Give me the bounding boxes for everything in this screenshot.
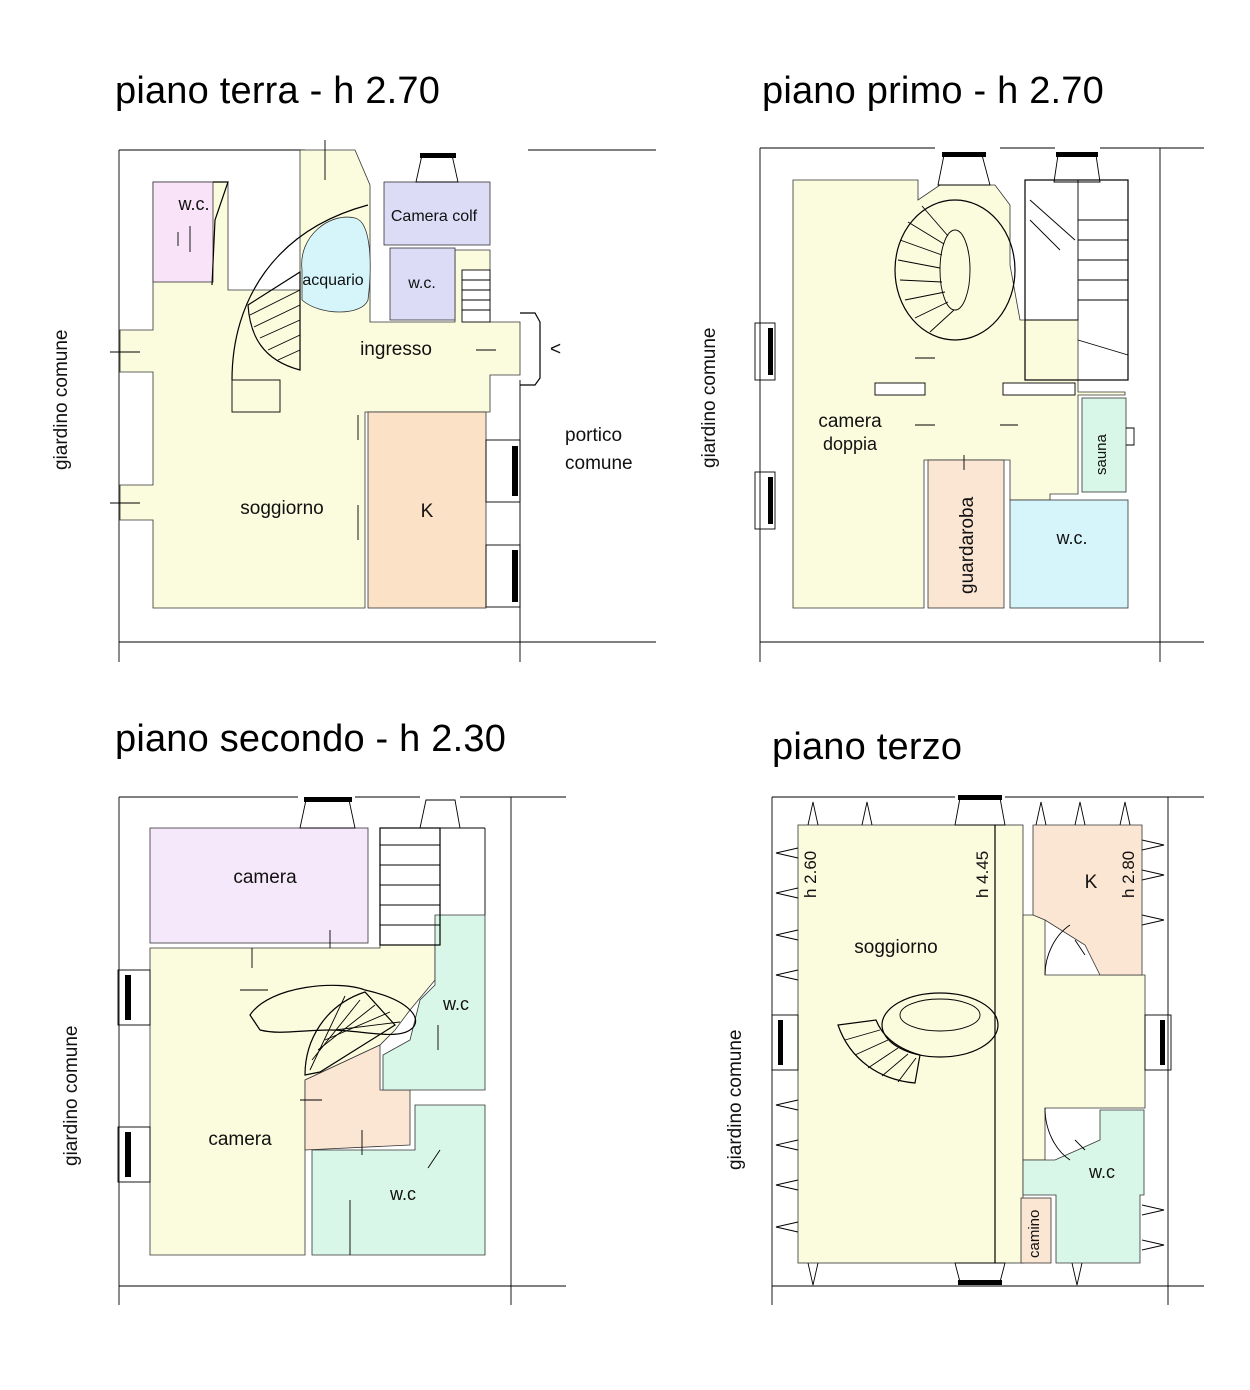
terra-ingresso-label: ingresso <box>360 339 432 360</box>
primo-garden-label: giardino comune <box>699 327 720 468</box>
terra-garden-label: giardino comune <box>51 329 72 470</box>
secondo-garden-label: giardino comune <box>61 1025 82 1166</box>
secondo-camera-bottom-label: camera <box>208 1129 272 1150</box>
terzo-soggiorno-label: soggiorno <box>854 937 938 958</box>
terra-wc-label: w.c. <box>178 194 210 214</box>
secondo-wc-right-label: w.c <box>442 994 470 1014</box>
secondo-wc-bottom <box>311 1104 486 1256</box>
plan-piano-secondo <box>117 796 566 1305</box>
terra-camera-colf-label: Camera colf <box>390 208 478 225</box>
terzo-kitchen-label: K <box>1084 872 1098 893</box>
secondo-wc-right <box>382 914 486 1091</box>
terzo-height-1: h 2.60 <box>801 850 820 898</box>
primo-guardaroba-label: guardaroba <box>957 496 978 594</box>
terra-camera-colf <box>383 181 491 246</box>
primo-sauna <box>1081 397 1127 493</box>
terra-soggiorno-label: soggiorno <box>240 498 324 519</box>
plan-piano-terzo <box>771 795 1204 1305</box>
primo-guardaroba <box>927 459 1005 609</box>
terzo-perimeter-marks <box>775 801 1165 1286</box>
secondo-camera-top <box>149 827 369 944</box>
terzo-wc <box>1022 1109 1145 1264</box>
terzo-height-3: h 2.80 <box>1119 850 1138 898</box>
terra-portico-line2: comune <box>565 453 633 474</box>
title-piano-terzo: piano terzo <box>772 726 963 768</box>
terra-wc <box>152 181 214 283</box>
primo-wc <box>1009 499 1129 609</box>
title-piano-secondo: piano secondo - h 2.30 <box>115 718 507 760</box>
terra-portico-line1: portico <box>565 425 623 446</box>
terra-kitchen <box>367 411 487 609</box>
terzo-camino-label: camino <box>1026 1209 1043 1258</box>
title-piano-primo: piano primo - h 2.70 <box>762 70 1104 112</box>
terzo-garden-label: giardino comune <box>725 1029 746 1170</box>
title-piano-terra: piano terra - h 2.70 <box>115 70 441 112</box>
primo-wc-label: w.c. <box>1056 528 1088 548</box>
terra-kitchen-label: K <box>420 501 434 522</box>
terzo-wc-label: w.c <box>1088 1162 1116 1182</box>
primo-sauna-label: sauna <box>1093 434 1110 475</box>
primo-doppia-label: doppia <box>822 434 878 454</box>
plan-piano-primo <box>754 147 1204 662</box>
terra-acquario-label: acquario <box>302 272 364 289</box>
terzo-height-2: h 4.45 <box>973 850 992 898</box>
terra-cream-area <box>119 149 521 609</box>
plan-piano-terra <box>110 140 656 662</box>
secondo-camera-top-label: camera <box>233 867 297 888</box>
terra-wc2-label: w.c. <box>408 275 436 292</box>
terra-entrance-arrow: < <box>550 339 562 360</box>
primo-camera-label: camera <box>818 411 882 432</box>
terzo-camino <box>1020 1197 1052 1264</box>
secondo-wc-bottom-label: w.c <box>389 1184 417 1204</box>
terra-wc2 <box>389 247 456 321</box>
terra-acquario <box>301 216 371 313</box>
